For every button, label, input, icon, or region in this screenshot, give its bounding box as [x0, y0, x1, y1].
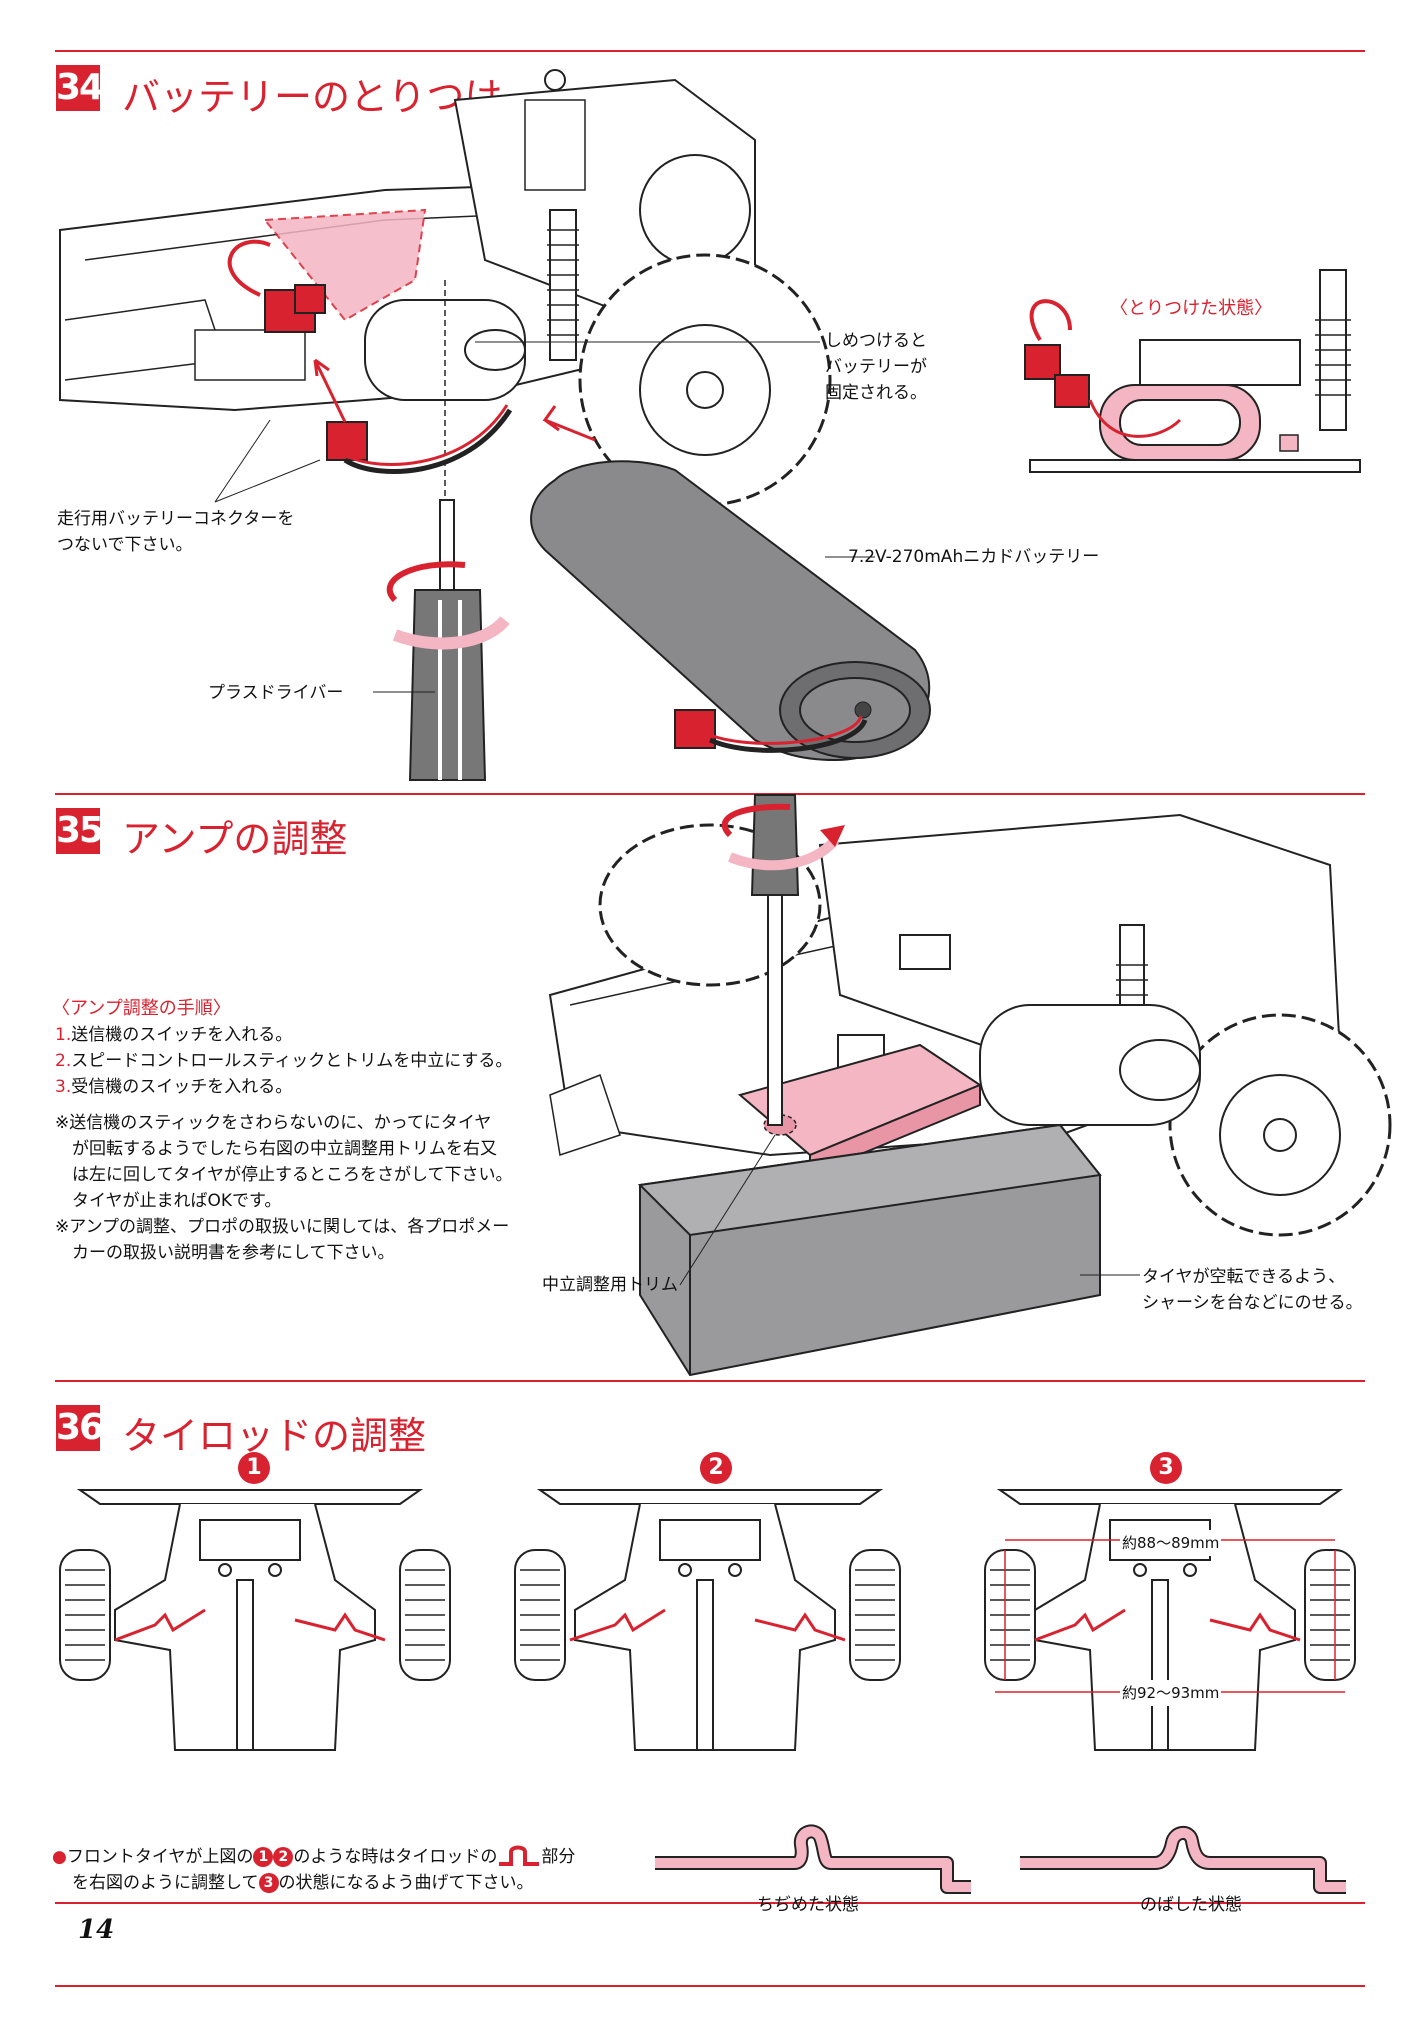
note-text-d: を右図のように調整して	[72, 1873, 259, 1893]
step-35-title: アンプの調整	[122, 817, 348, 861]
bottom-rule	[55, 1902, 1365, 1904]
stand-label-1: タイヤが空転できるよう、	[1142, 1267, 1346, 1287]
diagram-2-number: 2	[700, 1452, 732, 1484]
step-34-title: バッテリーのとりつけ	[122, 75, 503, 119]
procedure-step-2-num: 2.	[55, 1051, 72, 1071]
front-end-diagram-1	[59, 1489, 451, 1751]
footer-rule	[55, 1985, 1365, 1987]
section-rule-34	[55, 50, 1365, 52]
circle-number-3: 3	[258, 1873, 279, 1893]
rod-compressed-diagram	[655, 1824, 971, 1894]
step-36-number: 36	[56, 1405, 104, 1451]
section-rule-36	[55, 1380, 1365, 1382]
procedure-step-2-text: スピードコントロールスティックとトリムを中立にする。	[71, 1051, 513, 1071]
connector-callout-2: つないで下さい。	[57, 535, 193, 555]
circle-number-1: 1	[253, 1847, 274, 1867]
tighten-callout-1: しめつけると	[825, 331, 927, 351]
front-end-diagram-3	[984, 1489, 1356, 1751]
circle-number-2: 2	[273, 1847, 294, 1867]
stand-label-2: シャーシを台などにのせる。	[1142, 1293, 1363, 1313]
procedure-step-2: 2.スピードコントロールスティックとトリムを中立にする。	[55, 1048, 512, 1074]
note-1-line-4: タイヤが止まればOKです。	[72, 1191, 282, 1211]
note-2-line-2: カーの取扱い説明書を参考にして下さい。	[72, 1243, 395, 1263]
front-end-diagram-2	[514, 1489, 901, 1751]
note-text-b: のような時はタイロッドの	[293, 1847, 498, 1867]
connector-callout-1: 走行用バッテリーコネクターを	[57, 509, 295, 529]
procedure-step-3: 3.受信機のスイッチを入れる。	[55, 1074, 292, 1100]
section-rule-35	[55, 793, 1365, 795]
step-35-number: 35	[56, 808, 104, 854]
diagram-1-number: 1	[238, 1452, 270, 1484]
procedure-step-3-num: 3.	[55, 1077, 72, 1097]
note-1-line-3: は左に回してタイヤが停止するところをさがして下さい。	[72, 1165, 513, 1185]
note-2-line-1: ※アンプの調整、プロポの取扱いに関しては、各プロポメー	[55, 1217, 510, 1237]
note-1-line-1: ※送信機のスティックをさわらないのに、かってにタイヤ	[55, 1113, 492, 1133]
dimension-top: 約88～89mm	[1120, 1530, 1222, 1556]
diagram-3-number: 3	[1150, 1452, 1182, 1484]
rod-bend-icon	[499, 1845, 540, 1866]
note-1-line-2: が回転するようでしたら右図の中立調整用トリムを右又	[72, 1139, 497, 1159]
rod-extended-diagram	[1020, 1826, 1346, 1894]
battery-install-illustration	[59, 69, 931, 781]
rod-extended-label: のばした状態	[1140, 1895, 1242, 1915]
installed-state-inset	[1024, 269, 1361, 473]
procedure-step-3-text: 受信機のスイッチを入れる。	[71, 1077, 293, 1097]
note-text-e: の状態になるよう曲げて下さい。	[278, 1873, 534, 1893]
tighten-callout-3: 固定される。	[825, 383, 927, 403]
screwdriver-label: プラスドライバー	[208, 683, 344, 703]
procedure-step-1: 1.送信機のスイッチを入れる。	[55, 1022, 292, 1048]
procedure-step-1-text: 送信機のスイッチを入れる。	[71, 1025, 293, 1045]
trim-label: 中立調整用トリム	[542, 1275, 678, 1295]
step-34-number: 34	[56, 65, 104, 111]
procedure-step-1-num: 1.	[55, 1025, 72, 1045]
rod-compressed-label: ちぢめた状態	[757, 1895, 859, 1915]
amp-adjust-illustration	[548, 794, 1392, 1377]
inset-title: 〈とりつけた状態〉	[1110, 298, 1273, 319]
note-text-c: 部分	[541, 1847, 576, 1867]
procedure-title: 〈アンプ調整の手順〉	[52, 998, 231, 1019]
tighten-callout-2: バッテリーが	[825, 357, 927, 377]
step-36-title: タイロッドの調整	[122, 1414, 427, 1458]
dimension-bottom: 約92～93mm	[1120, 1680, 1222, 1706]
note-text-a: フロントタイヤが上図の	[66, 1847, 254, 1867]
bullet-dot: ●	[52, 1847, 67, 1867]
battery-label: 7.2V-270mAhニカドバッテリー	[848, 547, 1100, 567]
page-number: 14	[78, 1915, 115, 1945]
